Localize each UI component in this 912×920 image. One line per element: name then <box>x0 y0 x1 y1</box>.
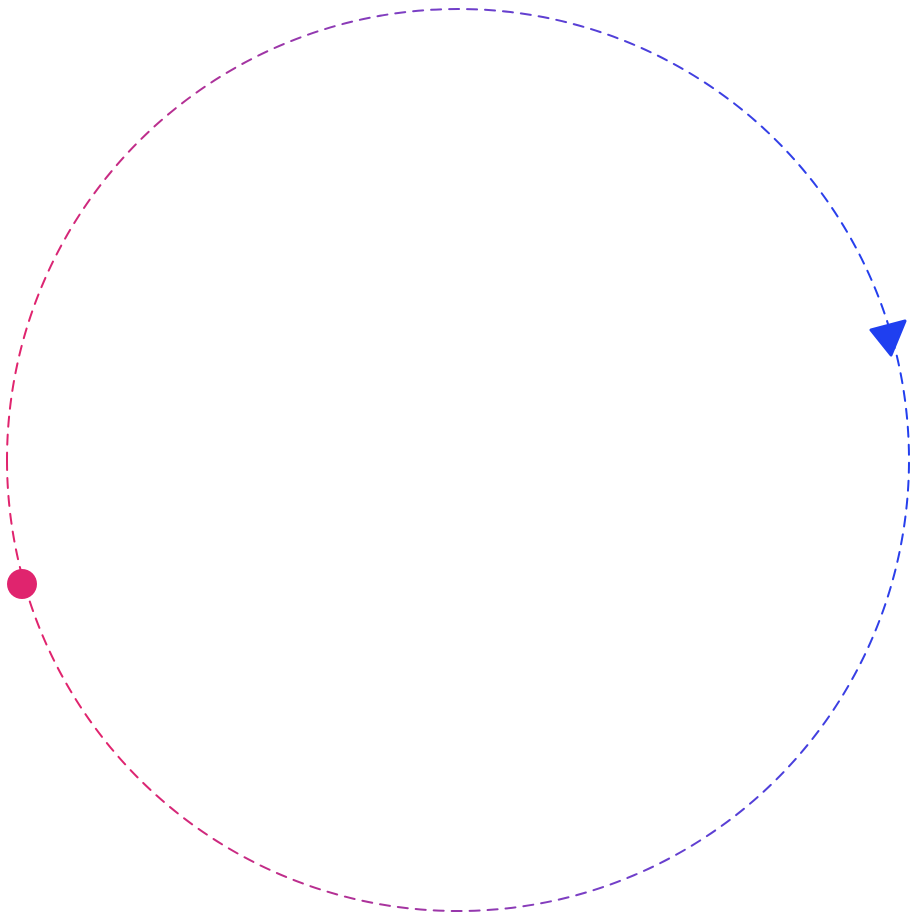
dashed-circular-path <box>6 8 911 912</box>
end-arrowhead-icon <box>869 319 907 357</box>
start-dot <box>7 569 37 599</box>
